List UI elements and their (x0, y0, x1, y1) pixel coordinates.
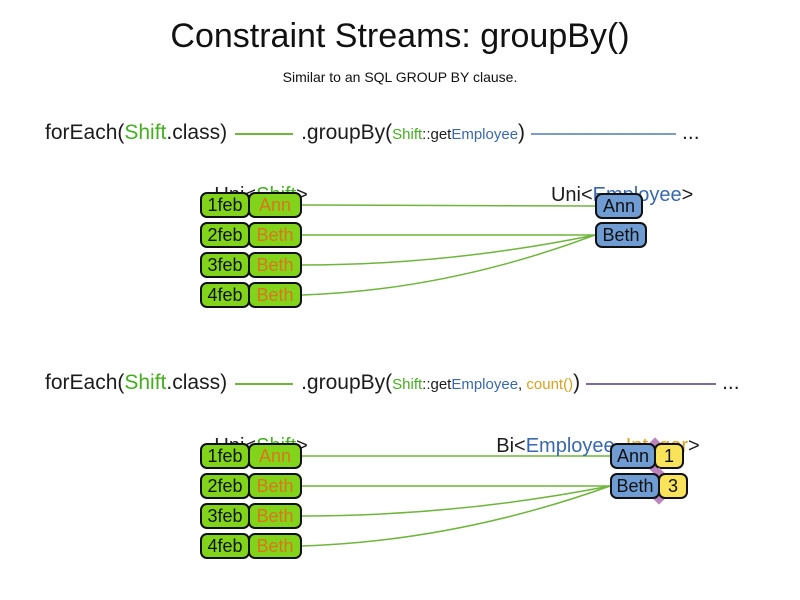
pair-beth: Beth 3 (610, 467, 688, 505)
name-cell: Beth (248, 503, 302, 529)
table-row: 1feb Ann (200, 443, 302, 469)
date-cell: 2feb (200, 222, 250, 248)
date-cell: 4feb (200, 533, 250, 559)
name-cell: Beth (248, 533, 302, 559)
employee-box-beth: Beth (595, 222, 647, 248)
label-text: > (688, 435, 700, 457)
label-text: Uni< (550, 184, 593, 206)
code2-foreach: forEach( (45, 371, 125, 394)
label-text: Bi< (496, 435, 526, 457)
code2-comma: , (518, 376, 527, 393)
shift-table-1: 1feb Ann 2feb Beth 3feb Beth 4feb Beth (200, 192, 302, 312)
table-row: 2feb Beth (200, 473, 302, 499)
shift-table-2: 1feb Ann 2feb Beth 3feb Beth 4feb Beth (200, 443, 302, 563)
name-cell: Beth (248, 252, 302, 278)
employee-count-results: Ann 1 Beth 3 (610, 437, 688, 505)
employee-results-1: Ann Beth (595, 193, 647, 251)
table-row: 3feb Beth (200, 252, 302, 278)
count-box: 3 (658, 473, 688, 499)
employee-box-ann: Ann (595, 193, 643, 219)
pair-ann: Ann 1 (610, 437, 688, 475)
date-cell: 1feb (200, 192, 250, 218)
page-title: Constraint Streams: groupBy() (170, 17, 630, 55)
name-cell: Beth (248, 222, 302, 248)
code2-purple-connector-line (586, 383, 717, 385)
code2-class: .class) (166, 371, 228, 394)
code-line-2: forEach(Shift.class) .groupBy(Shift::get… (45, 370, 740, 398)
label-text: > (296, 184, 308, 206)
code1-class: .class) (166, 121, 228, 144)
table-row: 3feb Beth (200, 503, 302, 529)
date-cell: 2feb (200, 473, 250, 499)
code1-arg-get: ::get (422, 126, 452, 143)
label-text: > (296, 435, 308, 457)
code1-close-paren: ) (518, 121, 526, 144)
code1-arg-employee: Employee (451, 126, 519, 143)
code2-arg-get: ::get (422, 376, 452, 393)
code2-arg-shift: Shift (392, 376, 423, 393)
table-row: 4feb Beth (200, 533, 302, 559)
name-cell: Beth (248, 473, 302, 499)
code2-arg-employee: Employee (451, 376, 519, 393)
table-row: 1feb Ann (200, 192, 302, 218)
code2-ellipsis: ... (722, 371, 740, 394)
name-cell: Ann (248, 192, 302, 218)
date-cell: 4feb (200, 282, 250, 308)
code2-groupby: .groupBy( (301, 371, 393, 394)
employee-box-ann: Ann (610, 443, 656, 469)
code1-foreach: forEach( (45, 121, 125, 144)
page-subtitle: Similar to an SQL GROUP BY clause. (282, 69, 518, 85)
label-type-employee: Employee (525, 435, 615, 457)
code1-blue-connector-line (531, 133, 677, 135)
code1-shift: Shift (124, 121, 167, 144)
code1-green-connector-line (235, 133, 294, 135)
count-box: 1 (654, 443, 684, 469)
date-cell: 3feb (200, 252, 250, 278)
name-cell: Beth (248, 282, 302, 308)
code1-arg-shift: Shift (392, 126, 423, 143)
code2-green-connector-line (235, 383, 294, 385)
code2-count: count() (526, 376, 574, 393)
code1-ellipsis: ... (682, 121, 700, 144)
name-cell: Ann (248, 443, 302, 469)
label-text: > (681, 184, 694, 206)
code1-groupby: .groupBy( (301, 121, 393, 144)
date-cell: 1feb (200, 443, 250, 469)
code2-close-paren: ) (573, 371, 581, 394)
table-row: 2feb Beth (200, 222, 302, 248)
table-row: 4feb Beth (200, 282, 302, 308)
date-cell: 3feb (200, 503, 250, 529)
employee-box-beth: Beth (610, 473, 660, 499)
code2-shift: Shift (124, 371, 167, 394)
code-line-1: forEach(Shift.class) .groupBy(Shift::get… (45, 120, 700, 148)
